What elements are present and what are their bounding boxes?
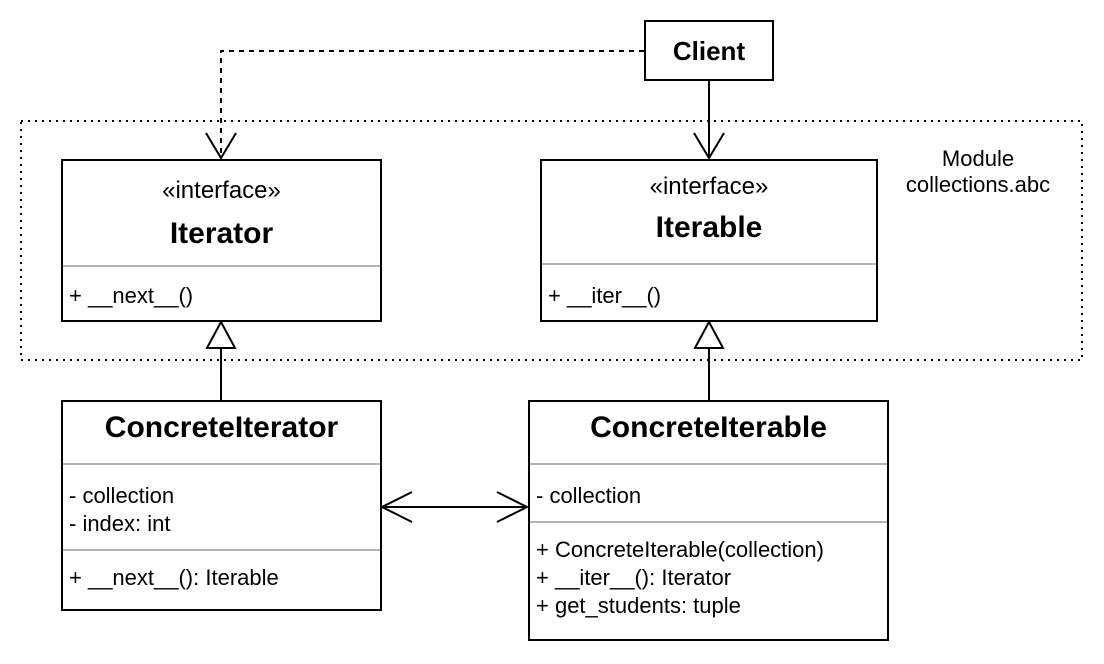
concrete-iterable-method: + __iter__(): Iterator: [536, 565, 732, 590]
concrete-iterator-class-box[interactable]: ConcreteIterator - collection - index: i…: [61, 400, 382, 611]
client-to-iterable-association: [693, 80, 725, 160]
iterable-method: + __iter__(): [548, 283, 662, 308]
concrete-iterator-attribute: - collection: [69, 483, 175, 508]
concrete-iterable-method: + get_students: tuple: [536, 593, 741, 618]
client-to-iterator-dependency: [205, 50, 644, 160]
iterator-realization: [205, 319, 237, 400]
module-label: Module collections.abc: [888, 146, 1068, 198]
iterator-class-box[interactable]: «interface» Iterator + __next__(): [61, 159, 382, 322]
module-label-line1: Module: [941, 146, 1015, 171]
iterator-separator: [63, 265, 380, 267]
iterable-class-box[interactable]: «interface» Iterable + __iter__(): [540, 159, 878, 322]
concrete-iterable-method: + ConcreteIterable(collection): [536, 537, 824, 562]
concrete-iterator-attribute: - index: int: [69, 511, 171, 536]
bidirectional-association: [379, 491, 530, 523]
client-box[interactable]: Client: [644, 20, 774, 81]
iterator-name: Iterator: [169, 217, 274, 250]
concrete-iterable-class-box[interactable]: ConcreteIterable - collection + Concrete…: [528, 400, 889, 641]
concrete-iterable-attribute: - collection: [536, 483, 642, 508]
iterator-method: + __next__(): [69, 283, 194, 308]
iterator-stereotype: «interface»: [162, 177, 281, 204]
concrete-iterable-separator-2: [530, 521, 887, 523]
concrete-iterator-method: + __next__(): Iterable: [69, 565, 279, 590]
client-name: Client: [672, 36, 746, 66]
concrete-iterator-separator-1: [63, 463, 380, 465]
concrete-iterable-separator-1: [530, 463, 887, 465]
iterable-separator: [542, 263, 876, 265]
module-label-line2: collections.abc: [905, 172, 1051, 197]
concrete-iterator-separator-2: [63, 549, 380, 551]
concrete-iterable-name: ConcreteIterable: [590, 411, 827, 444]
iterable-realization: [693, 319, 725, 400]
iterable-name: Iterable: [655, 211, 763, 244]
iterable-stereotype: «interface»: [649, 173, 769, 200]
concrete-iterator-name: ConcreteIterator: [104, 411, 339, 444]
